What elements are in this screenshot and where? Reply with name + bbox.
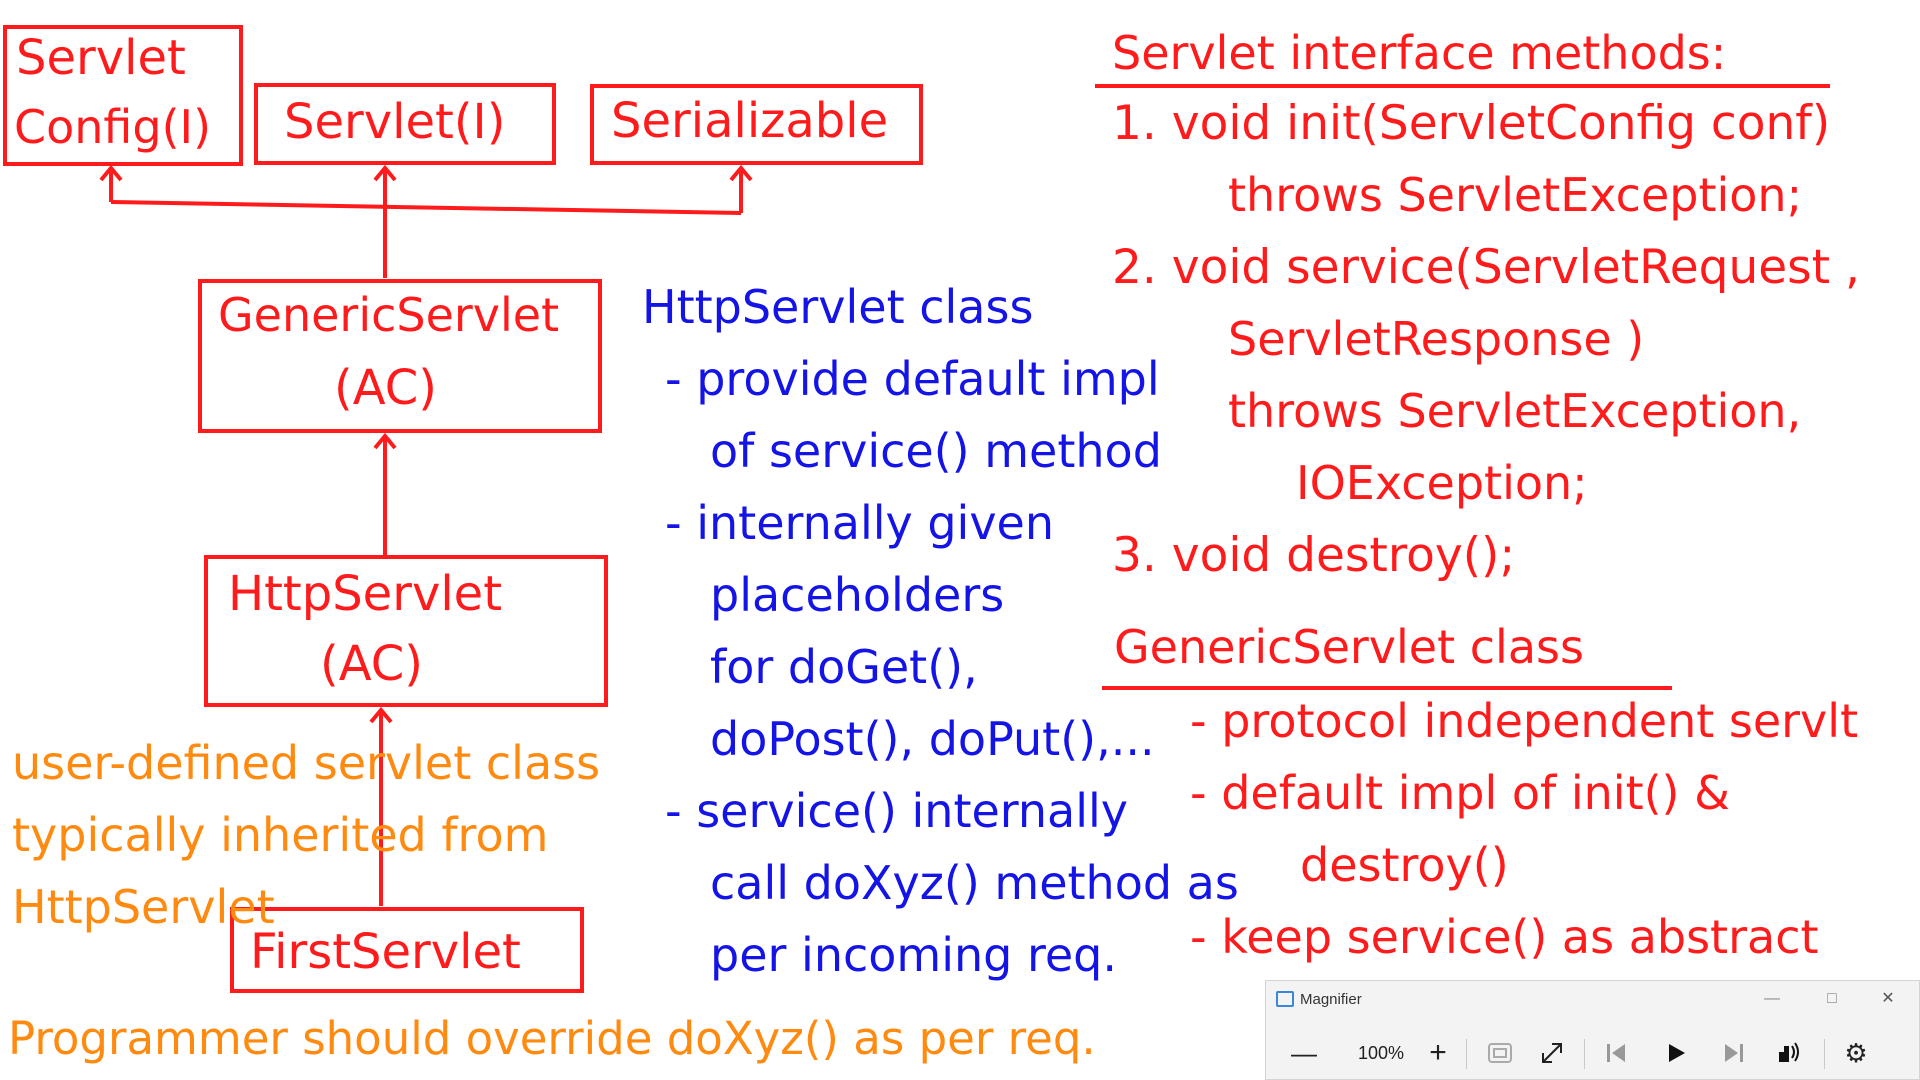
footer-note: Programmer should override doXyz() as pe… xyxy=(8,1012,1096,1065)
fullscreen-view-icon[interactable] xyxy=(1480,1033,1520,1073)
httpservlet-note-line-1: - provide default impl xyxy=(665,352,1160,406)
httpservlet-note-line-7: - service() internally xyxy=(665,784,1129,838)
httpservlet-note-line-9: per incoming req. xyxy=(710,928,1117,982)
genericservlet-notes-underline xyxy=(1102,686,1672,690)
read-from-here-svg xyxy=(1779,1042,1799,1062)
maximize-icon[interactable]: □ xyxy=(1827,990,1837,1007)
toolbar-separator xyxy=(1466,1039,1467,1069)
servlet-interface-label: Servlet(I) xyxy=(284,94,506,150)
next-svg xyxy=(1725,1044,1743,1062)
magnifier-window[interactable]: Magnifier — □ ✕ — 100% + xyxy=(1265,980,1920,1080)
minimize-icon[interactable]: — xyxy=(1764,990,1780,1007)
http-servlet-box xyxy=(204,555,608,707)
serializable-box xyxy=(590,84,923,165)
http-servlet-line2: (AC) xyxy=(320,636,423,692)
expand-icon[interactable] xyxy=(1532,1033,1572,1073)
generic-servlet-line2: (AC) xyxy=(334,360,437,416)
httpservlet-note-line-6: doPost(), doPut(),... xyxy=(710,712,1155,766)
servlet-config-line2: Config(I) xyxy=(14,100,212,154)
arrowhead-servlet xyxy=(373,164,397,182)
servlet-method-line-5: throws ServletException, xyxy=(1228,384,1802,438)
genericservlet-note-line-3: destroy() xyxy=(1300,838,1509,892)
servlet-methods-heading: Servlet interface methods: xyxy=(1112,26,1727,80)
arrowhead-serializable xyxy=(729,164,753,182)
zoom-out-button[interactable]: — xyxy=(1291,1037,1317,1068)
genericservlet-note-line-1: - protocol independent servlt xyxy=(1190,694,1859,748)
servlet-method-line-6: IOException; xyxy=(1296,456,1588,510)
genericservlet-notes-heading: GenericServlet class xyxy=(1114,620,1584,674)
next-icon[interactable] xyxy=(1714,1033,1754,1073)
arrowhead-http xyxy=(369,706,393,724)
play-svg xyxy=(1669,1044,1685,1062)
httpservlet-note-line-4: placeholders xyxy=(710,568,1005,622)
arrowhead-generic xyxy=(373,432,397,450)
zoom-in-button[interactable]: + xyxy=(1429,1036,1447,1069)
httpservlet-note-line-2: of service() method xyxy=(710,424,1162,478)
generic-servlet-box xyxy=(198,279,602,433)
servlet-config-line1: Servlet xyxy=(16,30,186,86)
expand-svg xyxy=(1542,1043,1562,1063)
serializable-label: Serializable xyxy=(611,93,889,149)
toolbar-separator xyxy=(1584,1039,1585,1069)
close-icon[interactable]: ✕ xyxy=(1881,990,1895,1007)
first-servlet-label: FirstServlet xyxy=(250,924,521,980)
fullscreen-view-svg xyxy=(1488,1043,1512,1063)
servlet-interface-box xyxy=(254,83,556,165)
magnifier-title: Magnifier xyxy=(1300,991,1362,1008)
read-from-here-icon[interactable] xyxy=(1768,1033,1808,1073)
servlet-method-line-4: ServletResponse ) xyxy=(1228,312,1645,366)
generic-servlet-line1: GenericServlet xyxy=(218,288,560,342)
httpservlet-notes-heading: HttpServlet class xyxy=(642,280,1034,334)
toolbar-separator xyxy=(1824,1039,1825,1069)
bus-line xyxy=(110,200,742,215)
servlet-method-line-3: 2. void service(ServletRequest , xyxy=(1112,240,1860,295)
user-note-line-1: user-defined servlet class xyxy=(12,736,601,790)
arrowhead-servletconfig xyxy=(99,164,123,182)
genericservlet-note-line-4: - keep service() as abstract xyxy=(1190,910,1819,964)
servlet-methods-underline xyxy=(1095,84,1830,88)
previous-svg xyxy=(1607,1044,1625,1062)
servlet-method-line-2: throws ServletException; xyxy=(1228,168,1803,222)
http-servlet-line1: HttpServlet xyxy=(228,566,503,622)
genericservlet-note-line-2: - default impl of init() & xyxy=(1190,766,1730,820)
user-note-line-2: typically inherited from xyxy=(12,808,549,862)
httpservlet-note-line-5: for doGet(), xyxy=(710,640,978,694)
zoom-level: 100% xyxy=(1357,1043,1405,1063)
httpservlet-note-line-8: call doXyz() method as xyxy=(710,856,1239,910)
servlet-method-line-7: 3. void destroy(); xyxy=(1112,528,1516,583)
play-icon[interactable] xyxy=(1656,1033,1696,1073)
magnifier-app-icon xyxy=(1276,991,1294,1007)
previous-icon[interactable] xyxy=(1596,1033,1636,1073)
gear-icon[interactable]: ⚙ xyxy=(1844,1037,1868,1068)
servlet-method-line-1: 1. void init(ServletConfig conf) xyxy=(1112,96,1831,151)
servlet-config-box xyxy=(3,25,243,166)
first-servlet-box xyxy=(230,907,584,993)
httpservlet-note-line-3: - internally given xyxy=(665,496,1055,550)
user-note-line-3: HttpServlet xyxy=(12,880,275,934)
